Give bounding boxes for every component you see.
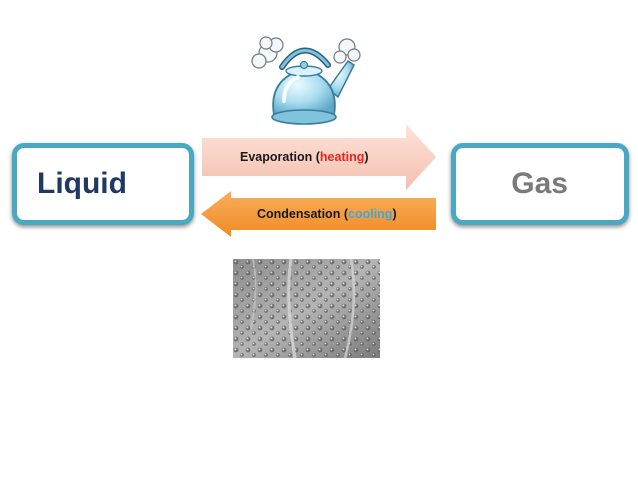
evaporation-arrow: Evaporation (heating) [202,124,436,190]
evaporation-label: Evaporation (heating) [240,150,369,164]
cooling-condition: cooling [348,207,393,221]
liquid-state-box: Liquid [12,143,194,225]
condensation-droplets-image [233,259,380,358]
steaming-kettle-icon [251,36,361,125]
liquid-label: Liquid [37,167,127,200]
condensation-name: Condensation [257,207,341,221]
heating-condition: heating [319,150,365,164]
gas-state-box: Gas [451,143,629,225]
condensation-arrow: Condensation (cooling) [201,191,436,237]
condensation-label: Condensation (cooling) [257,207,397,221]
evaporation-name: Evaporation [240,150,313,164]
gas-label: Gas [511,167,568,200]
